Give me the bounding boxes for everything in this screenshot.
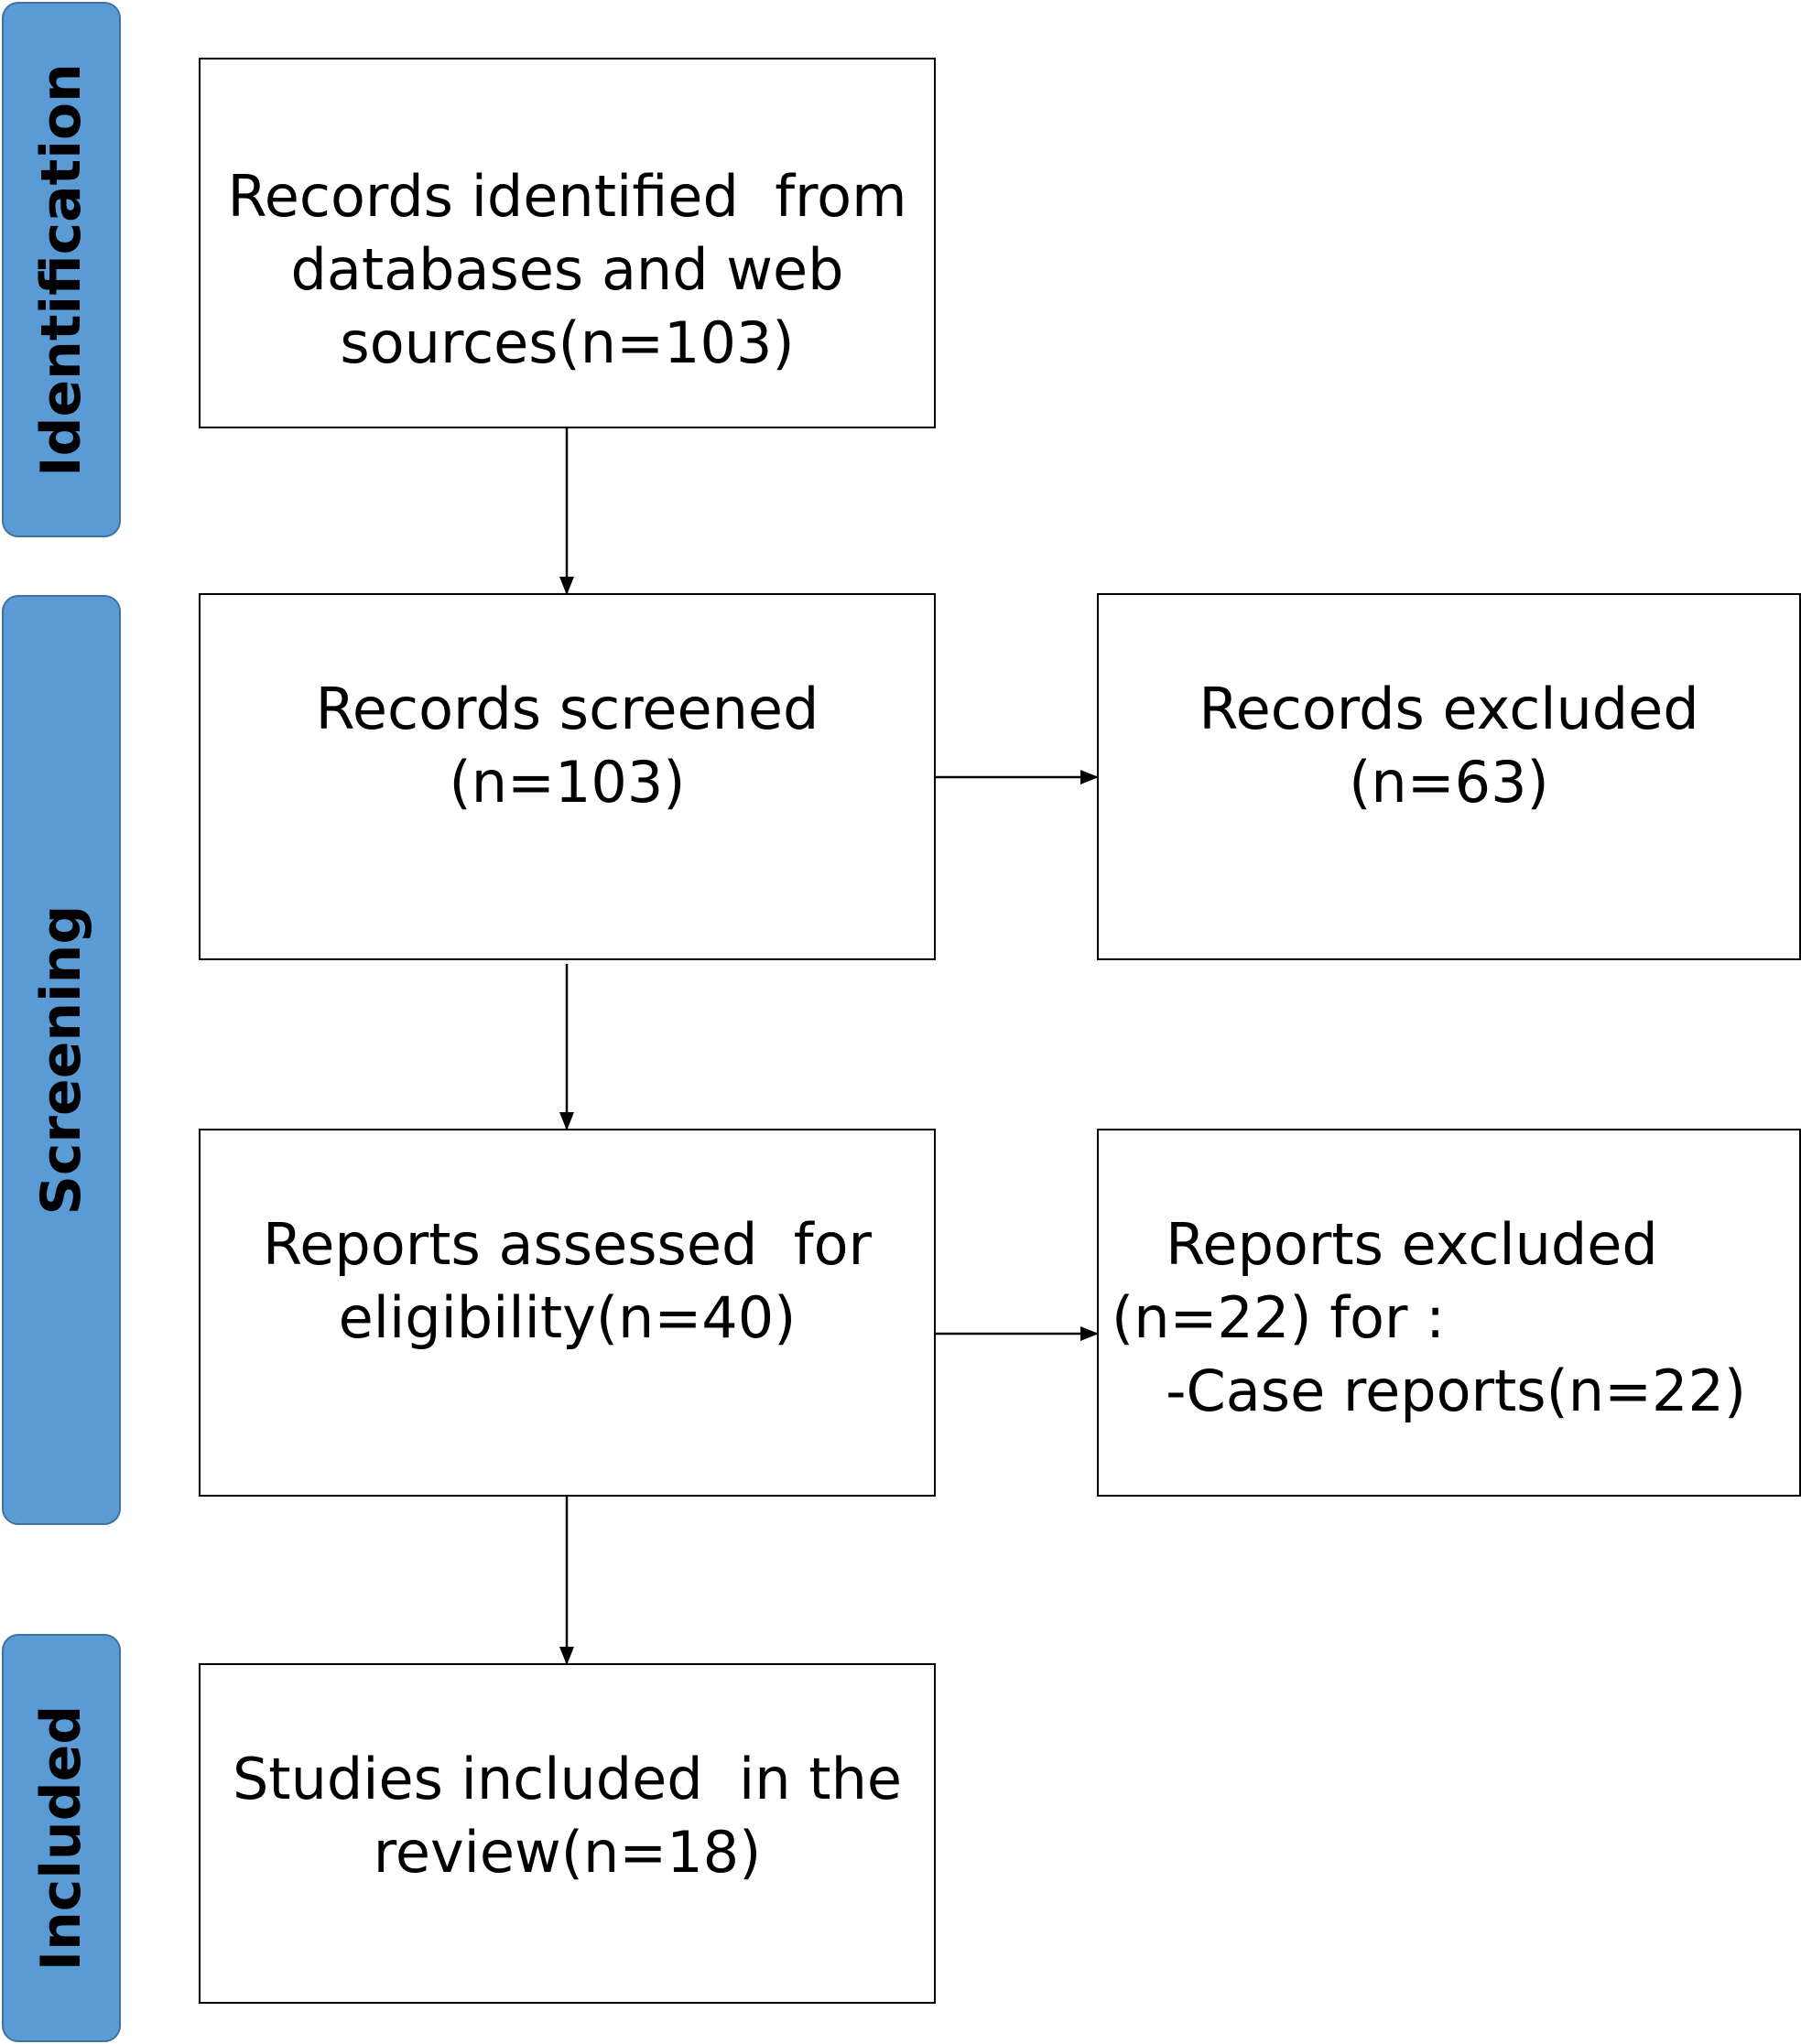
reports-assessed-text: Reports assessed for eligibility(n=40) [262,1211,873,1351]
phase-identification: Identification [2,2,121,537]
records-identified-text: Records identified from databases and we… [227,163,907,376]
records-excluded-text: Records excluded (n=63) [1199,676,1699,816]
reports-assessed-box: Reports assessed for eligibility(n=40) [199,1129,936,1497]
reports-excluded-box: Reports excluded (n=22) for : -Case repo… [1097,1129,1801,1497]
records-screened-text: Records screened (n=103) [315,676,819,816]
records-screened-box: Records screened (n=103) [199,593,936,960]
records-excluded-box: Records excluded (n=63) [1097,593,1801,960]
phase-included: Included [2,1634,121,2042]
reports-excluded-text: Reports excluded (n=22) for : -Case repo… [1112,1211,1747,1424]
studies-included-box: Studies included in the review(n=18) [199,1663,936,2004]
studies-included-text: Studies included in the review(n=18) [232,1746,903,1886]
records-identified-box: Records identified from databases and we… [199,58,936,428]
phase-screening: Screening [2,595,121,1525]
